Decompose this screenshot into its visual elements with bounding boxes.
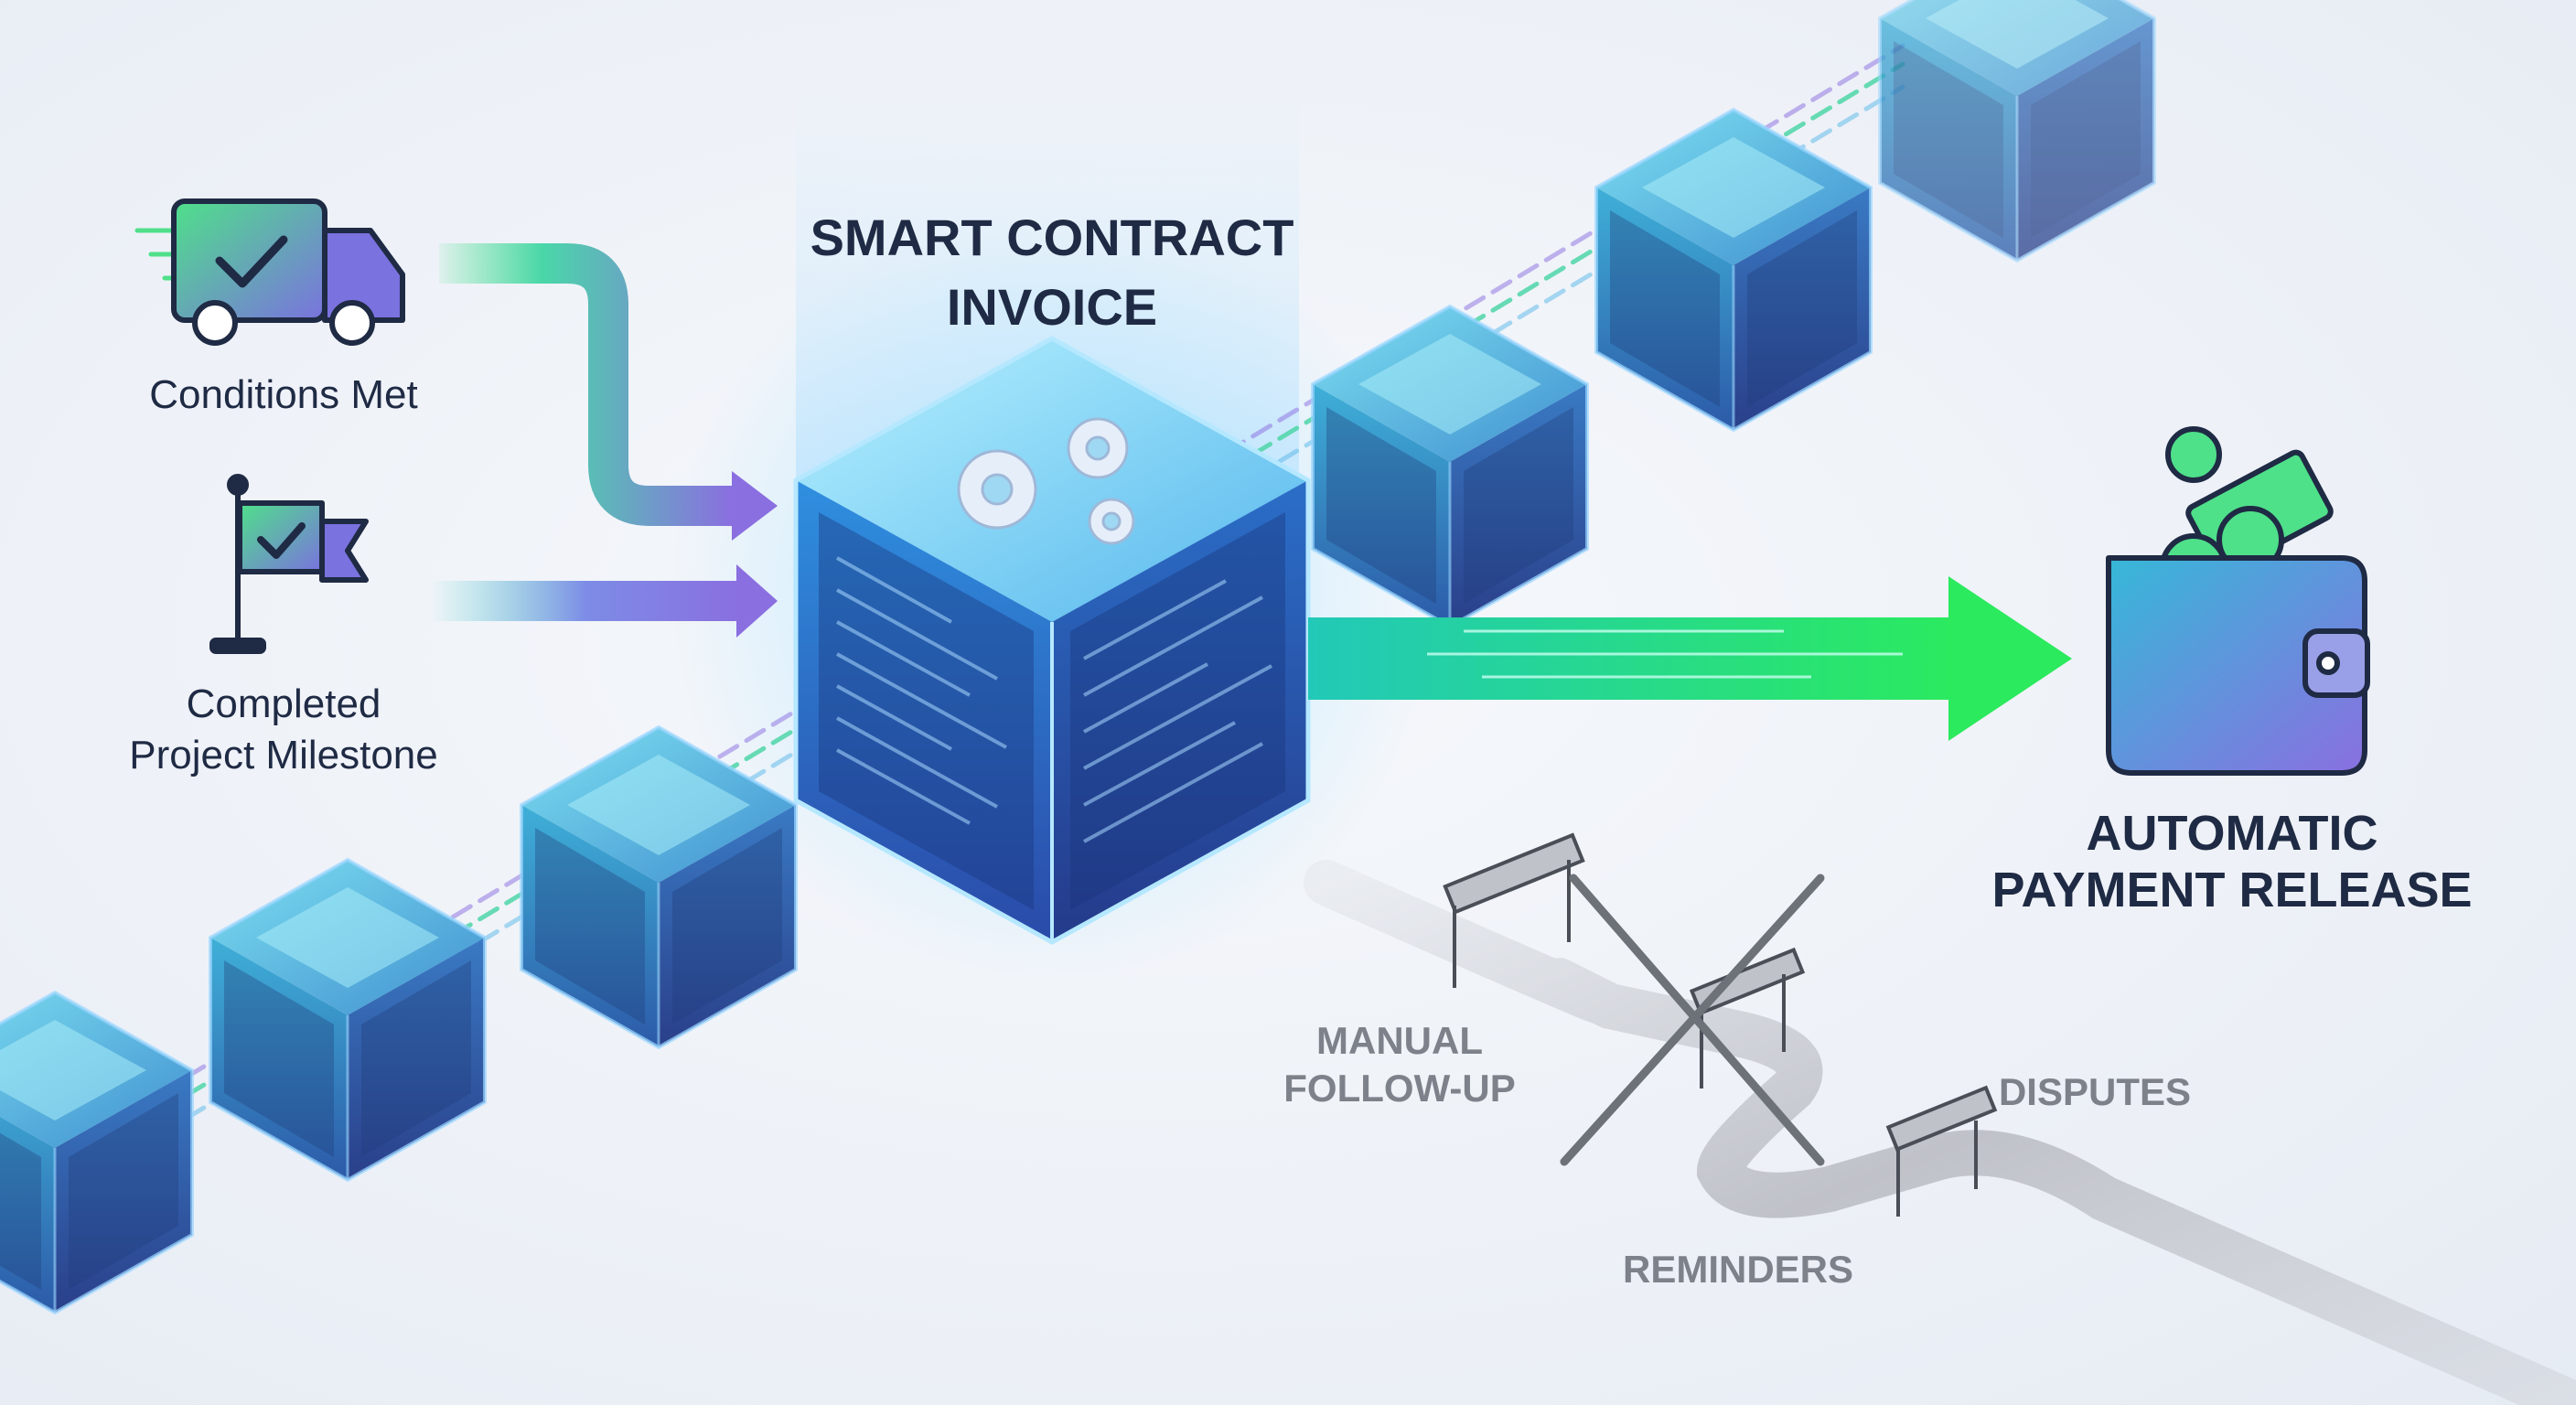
barrier-icon <box>1443 832 1585 988</box>
gear-icon <box>957 417 1135 545</box>
payment-arrowhead <box>1948 576 2072 741</box>
manual-follow-up-label: MANUAL FOLLOW-UP <box>1283 1019 1516 1110</box>
conditions-met-label: Conditions Met <box>149 372 418 417</box>
milestone-arrow <box>430 581 741 621</box>
conditions-arrowhead <box>732 471 778 541</box>
winding-road <box>1304 860 2576 1405</box>
barrier-icon <box>1885 1085 1998 1217</box>
block-cube <box>0 991 194 1314</box>
delivery-truck-icon <box>134 198 405 346</box>
cross-out-mark <box>1560 874 1825 1166</box>
milestone-flag-icon <box>209 474 369 654</box>
wallet-money-icon <box>2106 426 2370 776</box>
block-cube <box>209 858 487 1182</box>
block-cube <box>1594 108 1873 432</box>
payment-release-label: AUTOMATIC PAYMENT RELEASE <box>1991 806 2473 917</box>
milestone-label: Completed Project Milestone <box>129 681 438 778</box>
milestone-arrowhead <box>736 564 778 638</box>
disputes-label: DISPUTES <box>1998 1070 2192 1113</box>
block-cube <box>1878 0 2156 263</box>
conditions-arrow <box>439 243 732 526</box>
code-lines <box>836 556 1272 843</box>
title-line-1: SMART CONTRACT <box>810 209 1294 266</box>
title-line-2: INVOICE <box>946 278 1158 336</box>
reminders-label: REMINDERS <box>1622 1248 1854 1291</box>
diagram-title: SMART CONTRACT INVOICE <box>768 203 1336 342</box>
smart-contract-cube <box>793 336 1311 945</box>
